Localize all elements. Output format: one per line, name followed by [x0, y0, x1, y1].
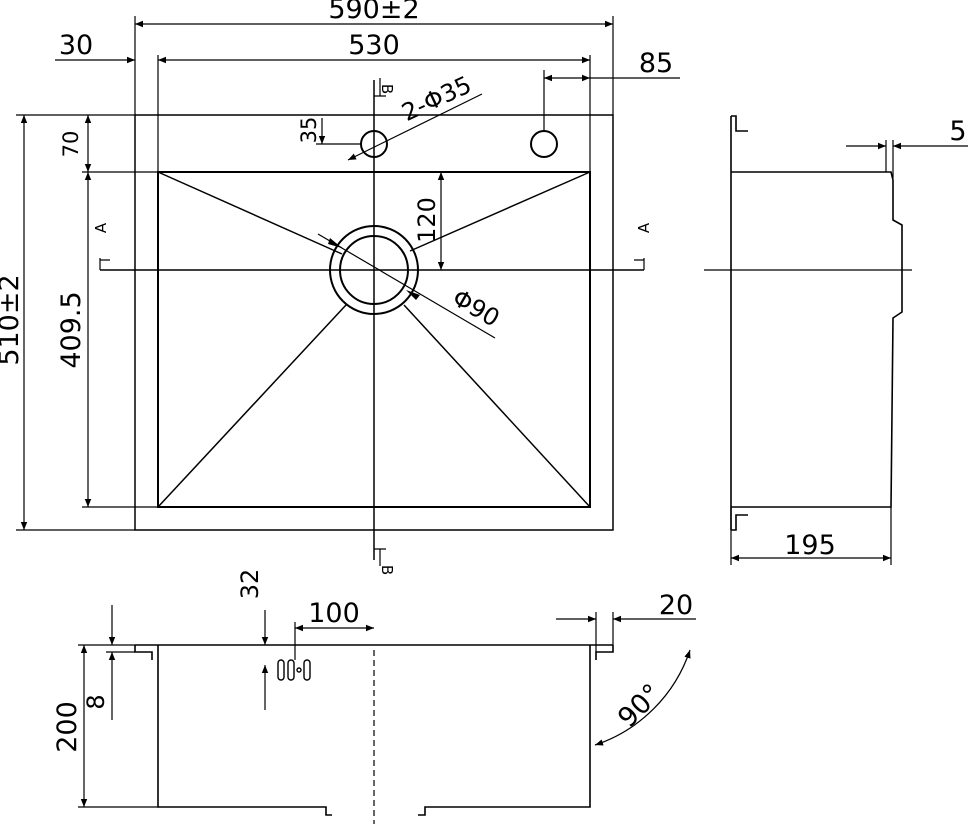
section-arrow-a-right — [634, 258, 645, 270]
side-dimension-lines — [730, 140, 968, 565]
left-dimension-lines — [16, 114, 158, 531]
slope-line — [403, 304, 591, 508]
slope-line — [157, 171, 343, 255]
dim-label-100: 100 — [308, 598, 360, 629]
section-view — [134, 644, 614, 824]
top-dimension-lines — [55, 16, 680, 172]
section-right-wall — [418, 645, 614, 816]
drain-arrowhead — [406, 290, 420, 300]
drain-leader — [317, 233, 496, 339]
dim-label-20: 20 — [659, 590, 693, 621]
tap-hole-right — [530, 130, 558, 158]
dim-label-drain: Φ90 — [448, 284, 505, 333]
overflow-slot — [287, 659, 295, 681]
section-dimension-lines — [78, 605, 696, 808]
section-arrow-a-left — [99, 258, 110, 270]
drain-arrowhead — [328, 238, 342, 248]
dim-label-200: 200 — [52, 701, 83, 753]
dim-label-85: 85 — [639, 48, 673, 79]
section-left-wall — [134, 645, 332, 816]
dim-label-35: 35 — [297, 117, 321, 144]
dim-label-590: 590±2 — [328, 0, 419, 25]
section-arrow-b-bottom — [374, 548, 386, 566]
overflow-dot — [296, 667, 302, 673]
dimension-90deg-arc — [594, 649, 691, 746]
dim-label-5: 5 — [949, 116, 966, 147]
tap-hole-leader — [347, 93, 483, 161]
side-profile-bowl — [731, 171, 903, 508]
dim-label-530: 530 — [348, 30, 400, 61]
dim-label-tap-holes: 2-Φ35 — [397, 71, 475, 127]
overflow-slots — [277, 659, 311, 681]
section-label-a-left: A — [92, 222, 110, 233]
slope-line — [157, 304, 347, 508]
dim-label-90deg: 90° — [612, 678, 668, 734]
side-profile-rim — [730, 115, 748, 531]
dim-label-195: 195 — [784, 530, 836, 561]
overflow-slot — [303, 659, 311, 681]
overflow-slot — [277, 659, 285, 681]
section-label-a-right: A — [635, 222, 653, 233]
dim-label-120: 120 — [413, 197, 441, 243]
dim-label-30: 30 — [59, 30, 93, 61]
dim-label-70: 70 — [59, 131, 83, 158]
section-marks — [99, 78, 645, 566]
dim-label-510: 510±2 — [0, 274, 25, 365]
dim-label-409: 409.5 — [56, 291, 87, 368]
tap-hole-annotations — [316, 93, 483, 161]
side-view — [704, 115, 912, 531]
dim-label-32: 32 — [236, 569, 264, 600]
section-label-b-top: B — [378, 84, 396, 94]
dim-label-8: 8 — [82, 694, 110, 709]
top-view — [100, 80, 644, 560]
section-label-b-bottom: B — [378, 565, 396, 575]
section-arrow-b-top — [374, 78, 386, 97]
